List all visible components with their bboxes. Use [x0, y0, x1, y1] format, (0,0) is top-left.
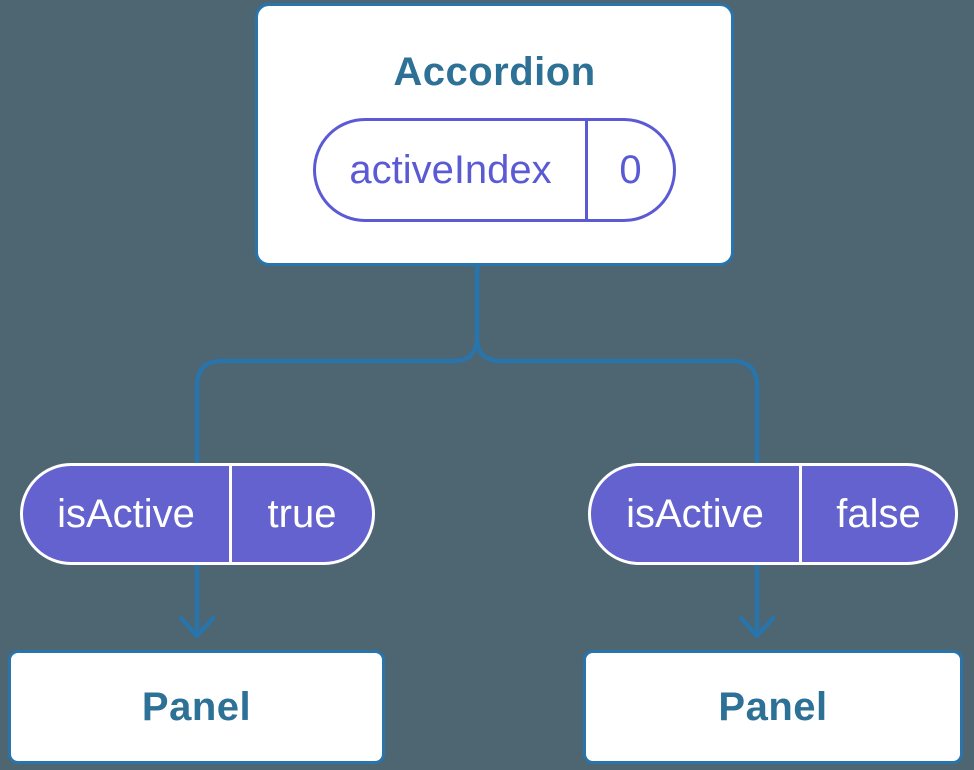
prop-value: false: [836, 491, 921, 536]
panel-component-card: Panel: [583, 650, 963, 764]
panel-component-card: Panel: [8, 650, 385, 764]
component-title: Panel: [718, 685, 828, 729]
state-name: activeIndex: [316, 121, 588, 219]
branch-right-line: [474, 261, 760, 473]
state-pill: activeIndex 0: [313, 118, 676, 222]
arrow-down-icon: [738, 615, 776, 639]
prop-name: isActive: [591, 466, 802, 562]
prop-pill-is-active-false: isActive false: [588, 463, 958, 565]
arrow-down-icon: [178, 615, 216, 639]
component-title: Panel: [141, 685, 252, 729]
branch-left-line: [194, 261, 480, 473]
accordion-component-card: Accordion activeIndex 0: [255, 3, 734, 266]
prop-value: true: [267, 491, 337, 536]
prop-pill-is-active-true: isActive true: [20, 463, 375, 565]
prop-name: isActive: [23, 466, 232, 562]
component-title: Accordion: [393, 50, 596, 94]
state-value: 0: [619, 147, 642, 192]
